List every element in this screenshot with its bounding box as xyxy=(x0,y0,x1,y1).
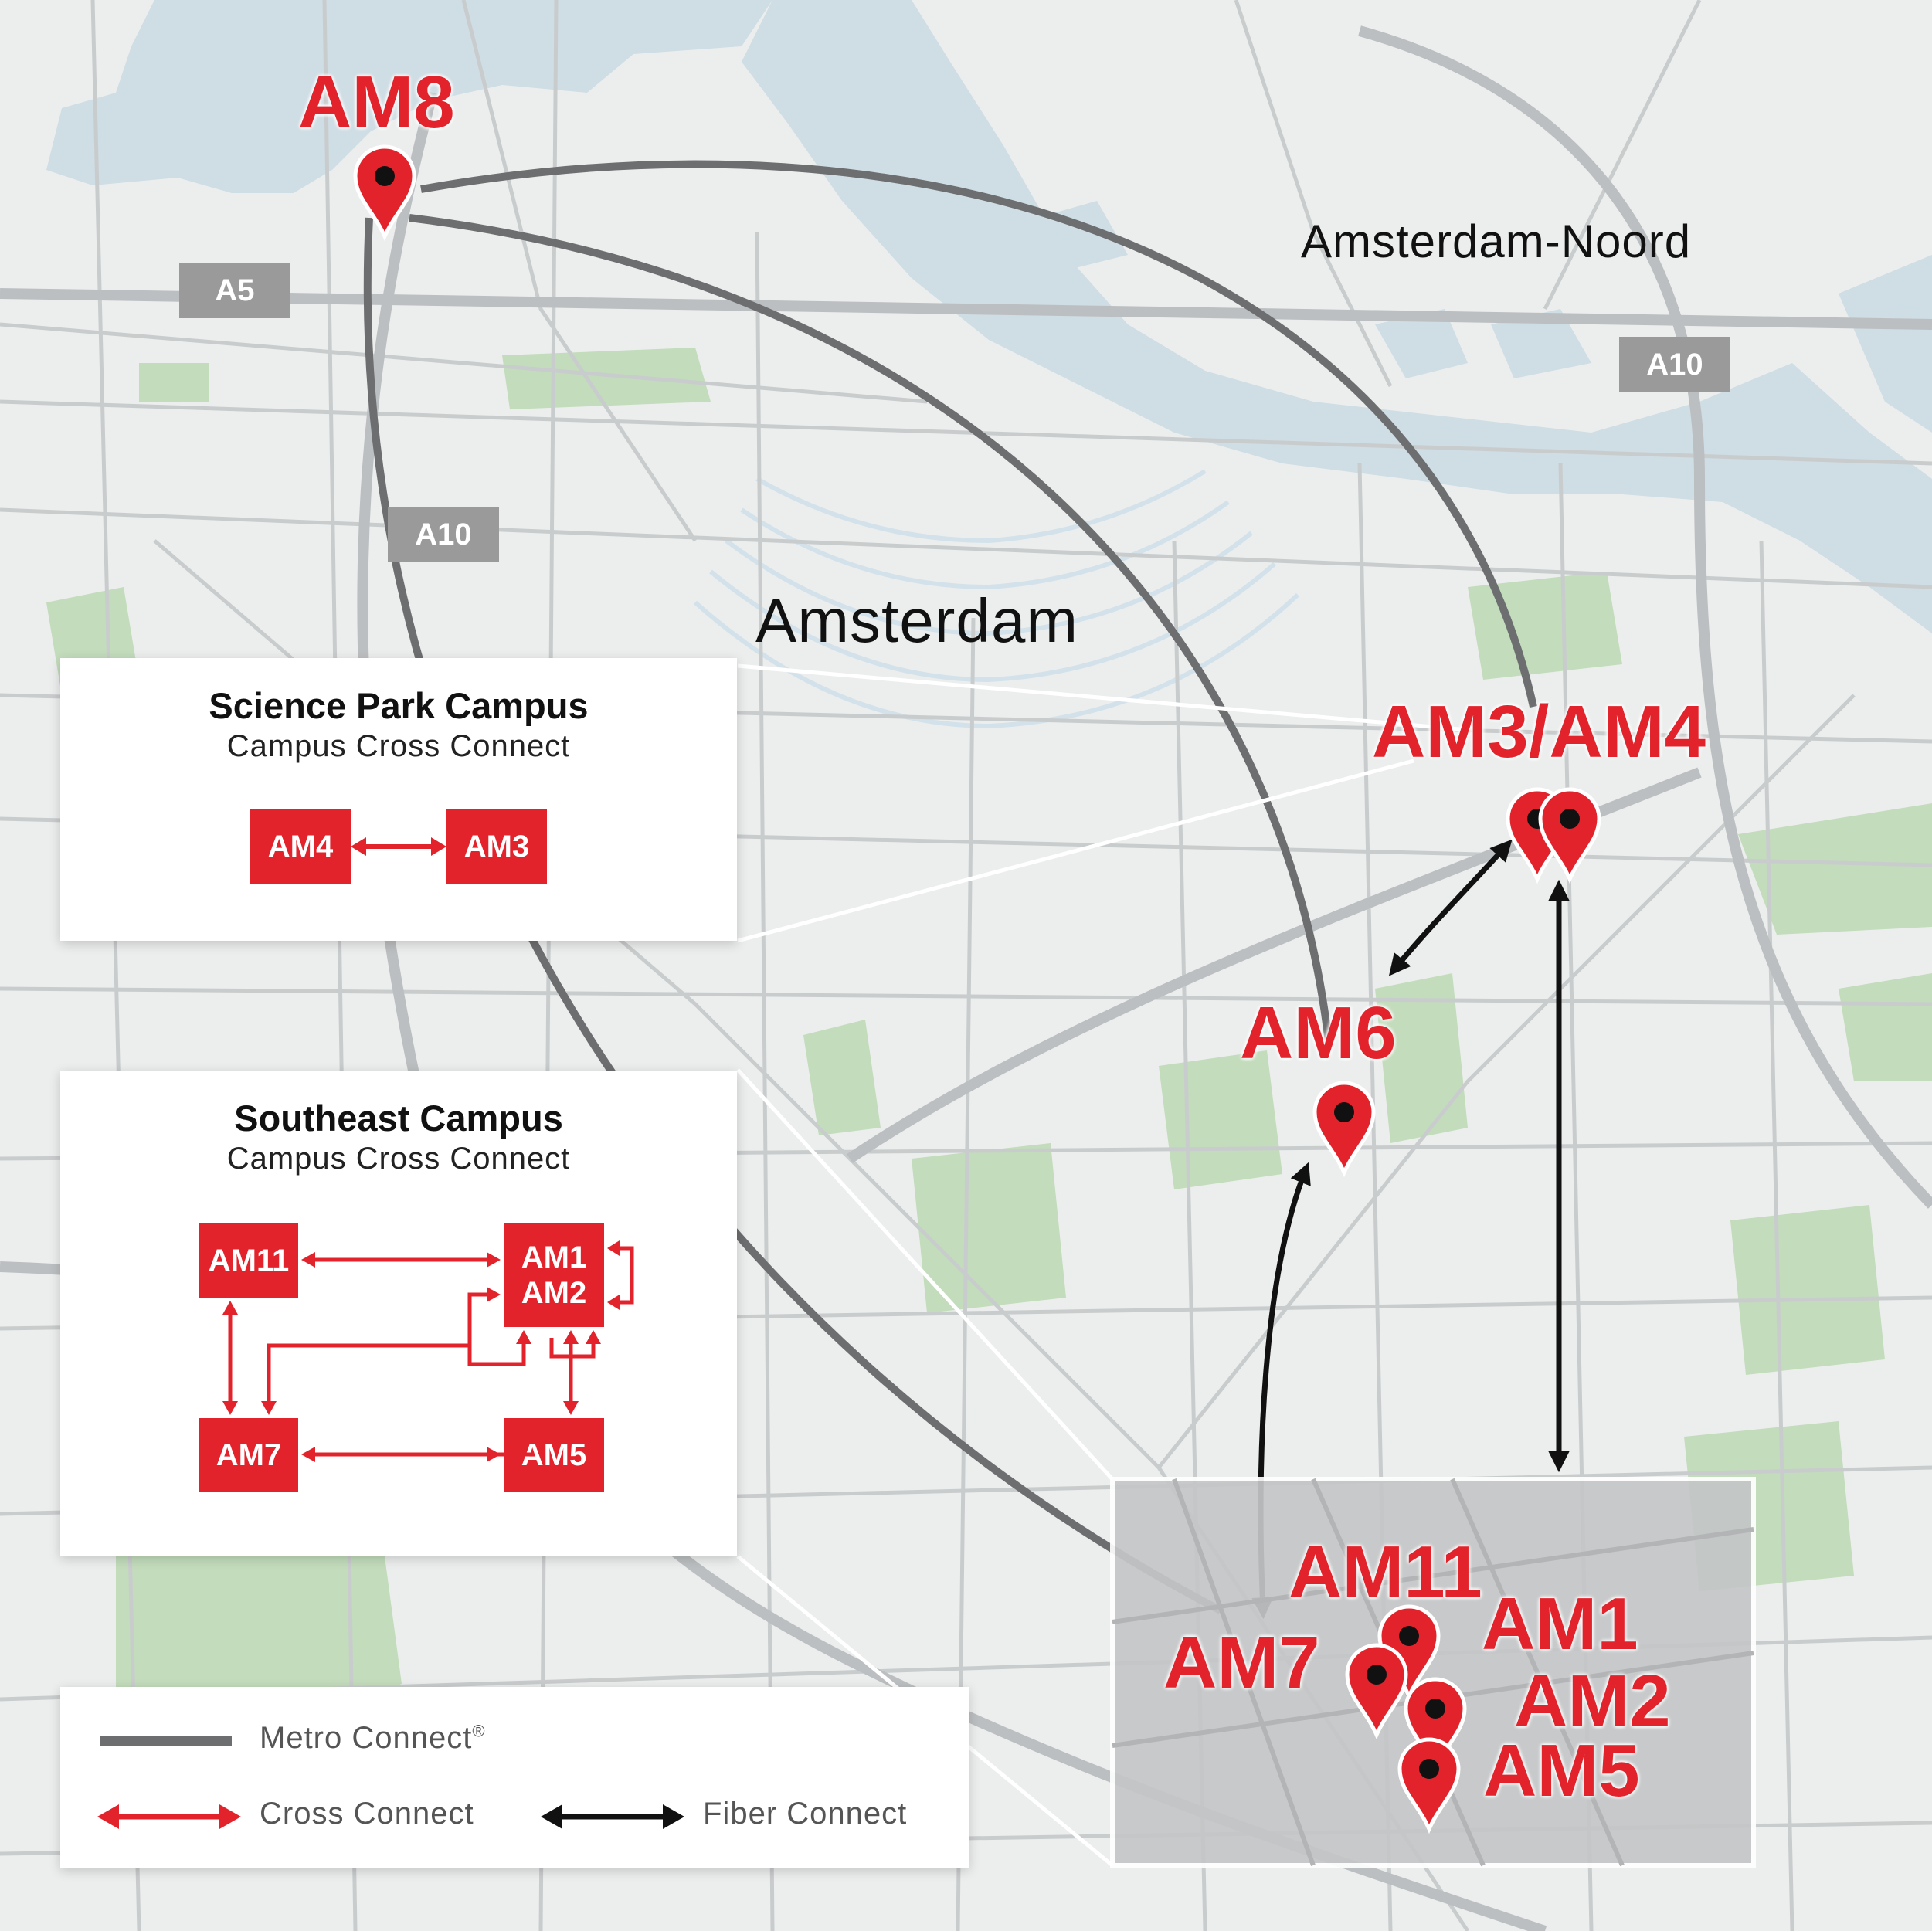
metro-connect-text: Metro Connect xyxy=(260,1721,473,1755)
sp-am3-box: AM3 xyxy=(446,809,547,884)
science-park-subtitle: Campus Cross Connect xyxy=(226,729,571,763)
am5-pin xyxy=(1397,1737,1461,1834)
se-cross-connect-arrows xyxy=(222,1240,634,1462)
legend-panel: Metro Connect® Cross Connect Fiber Conne… xyxy=(60,1687,969,1868)
southeast-title: Southeast Campus xyxy=(234,1098,563,1139)
am2-pin-dot xyxy=(1425,1699,1445,1719)
callout-connectors xyxy=(736,663,1469,1867)
se-am1-am2-box: AM1 AM2 xyxy=(504,1223,604,1327)
se-am7-box: AM7 xyxy=(199,1418,298,1492)
metro-connect-swatch xyxy=(100,1736,232,1746)
am6-pin xyxy=(1312,1081,1376,1178)
amsterdam-noord-label: Amsterdam-Noord xyxy=(1301,215,1692,267)
am3-am4-label: AM3/AM4 xyxy=(1372,691,1706,773)
highway-a5-shield: A5 xyxy=(179,263,290,318)
cross-connect-swatch xyxy=(97,1804,241,1829)
am11-pin-dot xyxy=(1399,1626,1419,1646)
am6-label: AM6 xyxy=(1240,992,1397,1074)
fiber-connect-label: Fiber Connect xyxy=(703,1797,908,1831)
southeast-subtitle: Campus Cross Connect xyxy=(226,1142,571,1176)
sp-cross-connect-arrow xyxy=(351,837,446,856)
am11-label: AM11 xyxy=(1289,1531,1482,1614)
metro-connect-label: Metro Connect® xyxy=(260,1721,486,1756)
location-pins xyxy=(353,144,1601,1834)
am1-label: AM1 xyxy=(1482,1583,1638,1665)
water-areas xyxy=(46,0,1932,633)
metro-connect-lines xyxy=(363,160,1537,1614)
am8-pin-dot xyxy=(375,166,395,186)
amsterdam-label: Amsterdam xyxy=(755,586,1078,655)
highway-a10-west-shield: A10 xyxy=(388,507,499,562)
science-park-panel: Science Park Campus Campus Cross Connect… xyxy=(60,658,737,941)
science-park-title: Science Park Campus xyxy=(209,685,589,726)
registered-mark: ® xyxy=(472,1721,486,1741)
am6-pin-dot xyxy=(1334,1102,1354,1122)
am5-pin-dot xyxy=(1419,1759,1439,1779)
am8-pin xyxy=(353,144,416,242)
highway-a10-north-shield: A10 xyxy=(1619,337,1730,392)
am7-label: AM7 xyxy=(1163,1621,1320,1704)
sp-am4-box: AM4 xyxy=(250,809,351,884)
am5-label: AM5 xyxy=(1483,1729,1640,1812)
am7-pin xyxy=(1345,1643,1408,1740)
am3-pin-dot xyxy=(1560,809,1580,829)
am8-label: AM8 xyxy=(298,61,455,144)
southeast-panel: Southeast Campus Campus Cross Connect AM… xyxy=(60,1071,737,1556)
se-am11-box: AM11 xyxy=(199,1223,298,1298)
am7-pin-dot xyxy=(1367,1665,1387,1685)
am2-label: AM2 xyxy=(1514,1660,1671,1743)
am2-pin xyxy=(1404,1677,1467,1774)
cross-connect-label: Cross Connect xyxy=(260,1797,474,1831)
fiber-connect-swatch xyxy=(541,1804,684,1829)
am3-pin xyxy=(1538,787,1601,884)
